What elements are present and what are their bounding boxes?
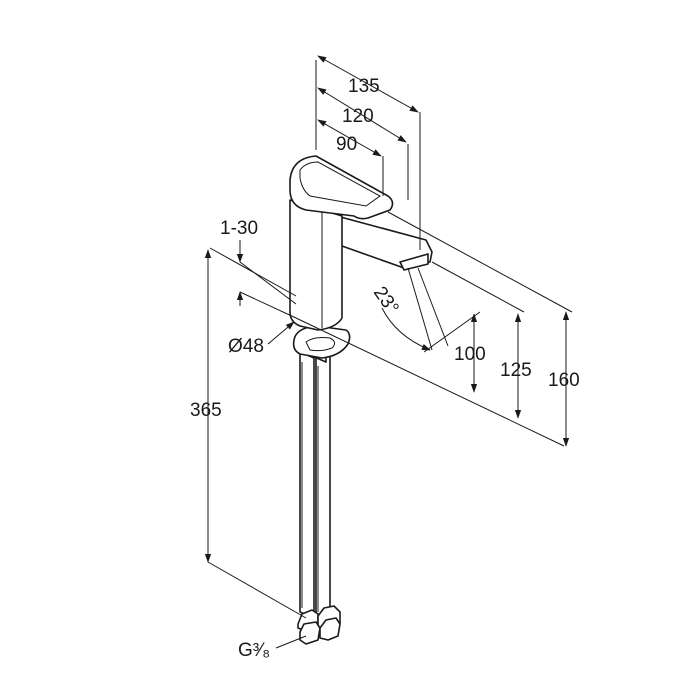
supply-hose <box>299 351 331 619</box>
dim-23-arc <box>381 307 431 351</box>
dimension-labels: 135 120 90 1-30 Ø48 23° 100 125 160 365 … <box>190 76 580 661</box>
dim-48-leader <box>267 321 295 345</box>
dim-365-label: 365 <box>190 400 222 421</box>
connection-nuts <box>297 605 341 645</box>
dim-120-label: 120 <box>342 106 374 127</box>
dim-48-label: Ø48 <box>228 336 264 357</box>
faucet-body <box>289 199 343 331</box>
mounting-bracket <box>292 325 351 359</box>
dim-90-line <box>317 119 382 157</box>
dim-135-label: 135 <box>348 76 380 97</box>
lever-handle <box>289 155 394 220</box>
dim-120-line <box>317 87 407 143</box>
dim-125-label: 125 <box>500 360 532 381</box>
extension-lines <box>207 60 573 619</box>
dim-1-30-label: 1-30 <box>220 218 258 239</box>
dim-90-label: 90 <box>336 134 357 155</box>
dimension-lines <box>204 55 570 649</box>
dim-160-label: 160 <box>548 370 580 391</box>
dim-23-label: 23° <box>369 283 403 319</box>
dim-100-label: 100 <box>454 344 486 365</box>
faucet-illustration <box>289 155 433 645</box>
thread-leader <box>275 635 307 649</box>
thread-label: G³⁄₈ <box>238 640 270 661</box>
